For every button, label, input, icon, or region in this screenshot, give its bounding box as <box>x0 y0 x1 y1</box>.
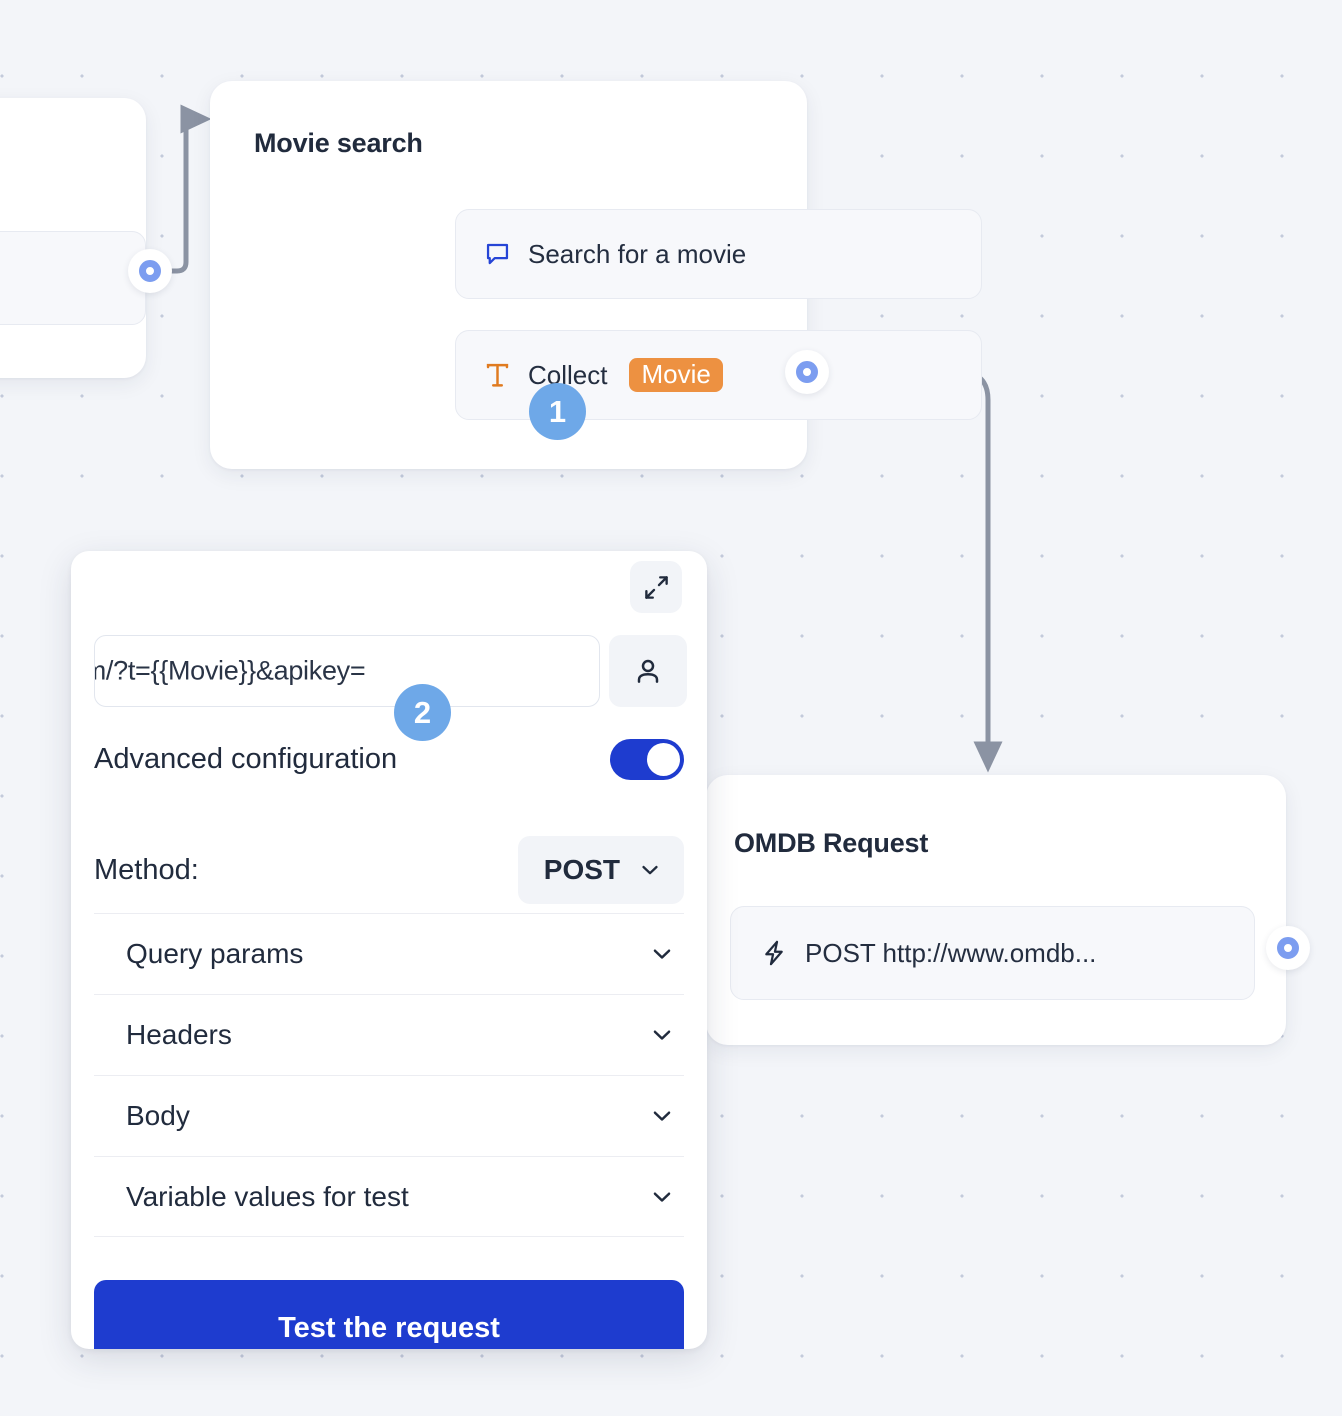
advanced-configuration-toggle[interactable] <box>610 739 684 780</box>
accordion-item-headers[interactable]: Headers <box>94 994 684 1075</box>
accordion-item-variable-values-for-test[interactable]: Variable values for test <box>94 1156 684 1237</box>
method-select[interactable]: POST <box>517 836 684 904</box>
chevron-down-icon <box>653 949 671 959</box>
node-omdb-request[interactable]: OMDB Request POST http://www.omdb... <box>706 775 1286 1045</box>
method-select-value: POST <box>543 854 620 885</box>
method-row: Method: POST <box>94 836 684 904</box>
accordion-item-label: Query params <box>126 938 304 969</box>
speech-bubble-icon <box>482 241 512 268</box>
node-row-search-for-a-movie[interactable]: Search for a movie <box>455 209 982 299</box>
expand-diagonal-icon-button[interactable] <box>630 561 682 613</box>
url-row: ıpi.com/?t={{Movie}}&apikey= <box>94 635 687 707</box>
edge-movie-search-to-omdb <box>827 369 1003 773</box>
method-label: Method: <box>94 853 199 886</box>
chevron-down-icon <box>642 865 658 875</box>
advanced-configuration-label: Advanced configuration <box>94 743 398 775</box>
person-icon-button[interactable] <box>609 635 687 707</box>
accordion-item-label: Headers <box>126 1019 232 1050</box>
connector-port-partial-node[interactable] <box>128 249 172 293</box>
node-row-label: Search for a movie <box>528 238 747 269</box>
node-row-post-request[interactable]: POST http://www.omdb... <box>730 906 1255 1000</box>
connector-port-movie-search[interactable] <box>785 350 829 394</box>
node-row-label: POST http://www.omdb... <box>805 937 1097 968</box>
request-config-panel[interactable]: ıpi.com/?t={{Movie}}&apikey= Advanced co… <box>71 551 707 1349</box>
step-badge-2: 2 <box>394 684 451 741</box>
node-movie-search[interactable]: Movie search Search for a movie Collect … <box>210 81 982 469</box>
advanced-configuration-row: Advanced configuration <box>94 739 684 780</box>
lightning-bolt-icon <box>759 939 789 967</box>
person-icon <box>637 659 659 683</box>
accordion-item-body[interactable]: Body <box>94 1075 684 1156</box>
variable-chip-movie[interactable]: Movie <box>629 358 723 392</box>
chevron-down-icon <box>653 1111 671 1121</box>
url-input-value: ıpi.com/?t={{Movie}}&apikey= <box>95 655 366 686</box>
test-the-request-button[interactable]: Test the request <box>94 1280 684 1349</box>
url-input[interactable]: ıpi.com/?t={{Movie}}&apikey= <box>94 635 600 707</box>
partial-node-card[interactable] <box>0 98 146 378</box>
step-badge-1: 1 <box>529 383 586 440</box>
request-sections-accordion: Query params Headers Body Variable value… <box>94 913 684 1237</box>
node-omdb-request-title: OMDB Request <box>734 828 929 858</box>
chevron-down-icon <box>653 1030 671 1040</box>
edge-partial-to-movie-search <box>169 104 212 274</box>
node-movie-search-title: Movie search <box>254 128 423 158</box>
expand-diagonal-icon <box>644 575 668 599</box>
text-type-icon <box>482 362 512 389</box>
partial-node-inner-box <box>0 231 146 325</box>
accordion-item-label: Body <box>126 1100 190 1131</box>
connector-port-omdb-request[interactable] <box>1266 926 1310 970</box>
accordion-item-query-params[interactable]: Query params <box>94 913 684 994</box>
accordion-item-label: Variable values for test <box>126 1180 409 1212</box>
chevron-down-icon <box>653 1192 671 1202</box>
